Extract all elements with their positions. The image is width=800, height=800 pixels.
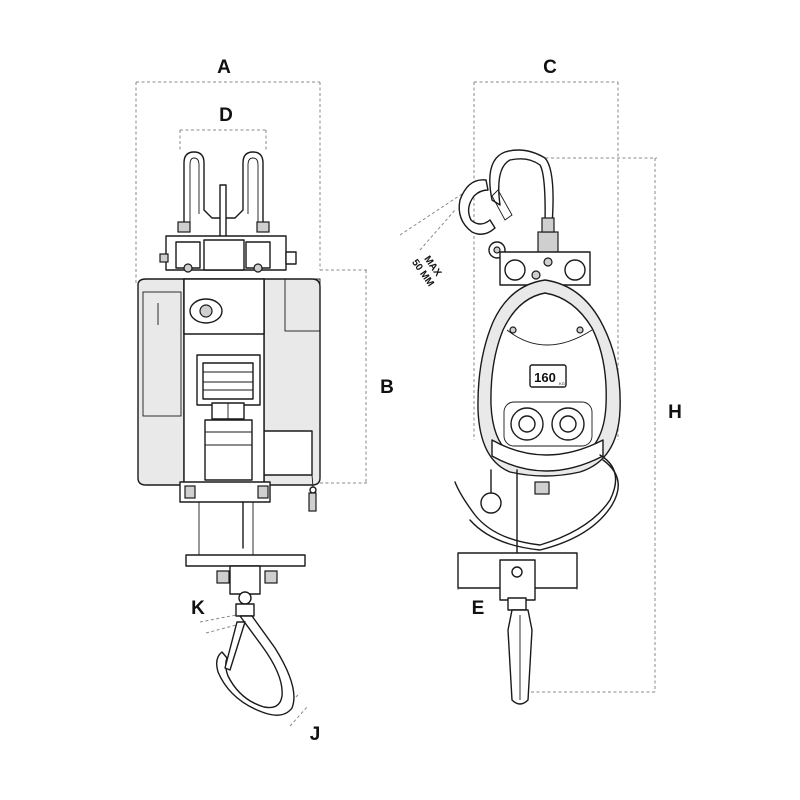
dimension-label-a: A — [217, 57, 231, 78]
capacity-badge-unit: KG — [559, 381, 565, 386]
dimension-label-c: C — [543, 57, 557, 78]
capacity-badge-value: 160 — [534, 370, 556, 385]
hoist-side-view — [454, 149, 621, 705]
hook-opening-note: MAX 50 MM — [409, 254, 443, 289]
dimension-lines — [135, 81, 657, 727]
dimension-label-k: K — [191, 598, 205, 619]
dimension-label-b: B — [380, 377, 394, 398]
hoist-front-view — [137, 151, 321, 716]
dimension-label-d: D — [219, 105, 233, 126]
dimension-label-e: E — [472, 598, 485, 619]
dimension-label-h: H — [668, 402, 682, 423]
dimension-label-j: J — [310, 724, 321, 745]
